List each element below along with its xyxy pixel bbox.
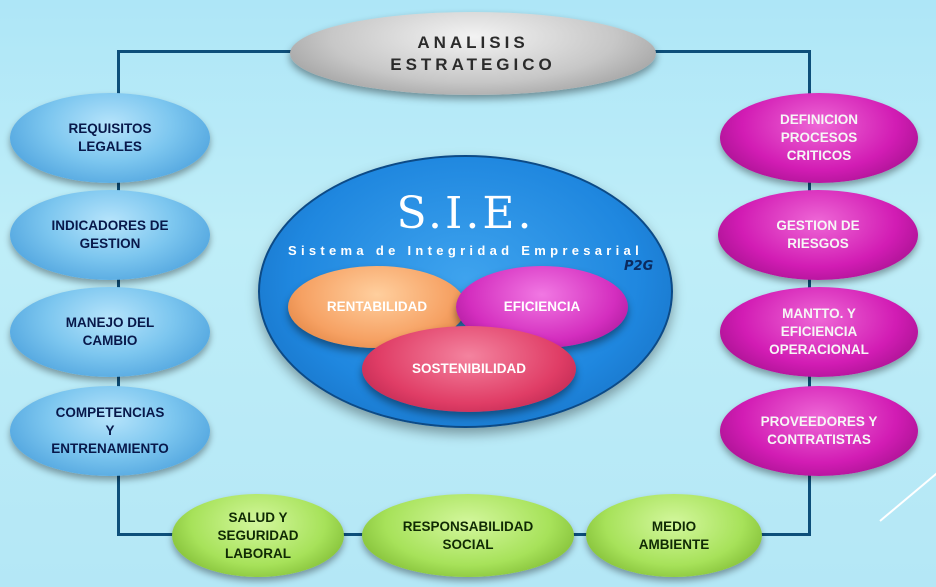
sie-subtitle: Sistema de Integridad Empresarial [287, 243, 644, 258]
left-item-change-management: MANEJO DEL CAMBIO [10, 287, 210, 377]
right-item-critical-processes: DEFINICION PROCESOS CRITICOS [720, 93, 918, 183]
left-item-legal-requirements: REQUISITOS LEGALES [10, 93, 210, 183]
right-item-risk-management: GESTION DE RIESGOS [718, 190, 918, 280]
sie-title: S.I.E. [396, 188, 535, 239]
p2g-logo: P2G [624, 259, 654, 274]
right-item-maintenance-efficiency: MANTTO. Y EFICIENCIA OPERACIONAL [720, 287, 918, 377]
bottom-item-health-safety: SALUD Y SEGURIDAD LABORAL [172, 494, 344, 577]
left-item-management-indicators: INDICADORES DE GESTION [10, 190, 210, 280]
bottom-item-social-responsibility: RESPONSABILIDAD SOCIAL [362, 494, 574, 577]
strategic-analysis-title: ANALISIS ESTRATEGICO [290, 12, 656, 95]
bottom-item-environment: MEDIO AMBIENTE [586, 494, 762, 577]
right-item-suppliers-contractors: PROVEEDORES Y CONTRATISTAS [720, 386, 918, 476]
pillar-sustainability: SOSTENIBILIDAD [362, 326, 576, 412]
decorative-corner-line [879, 462, 936, 522]
left-item-competencies-training: COMPETENCIAS Y ENTRENAMIENTO [10, 386, 210, 476]
